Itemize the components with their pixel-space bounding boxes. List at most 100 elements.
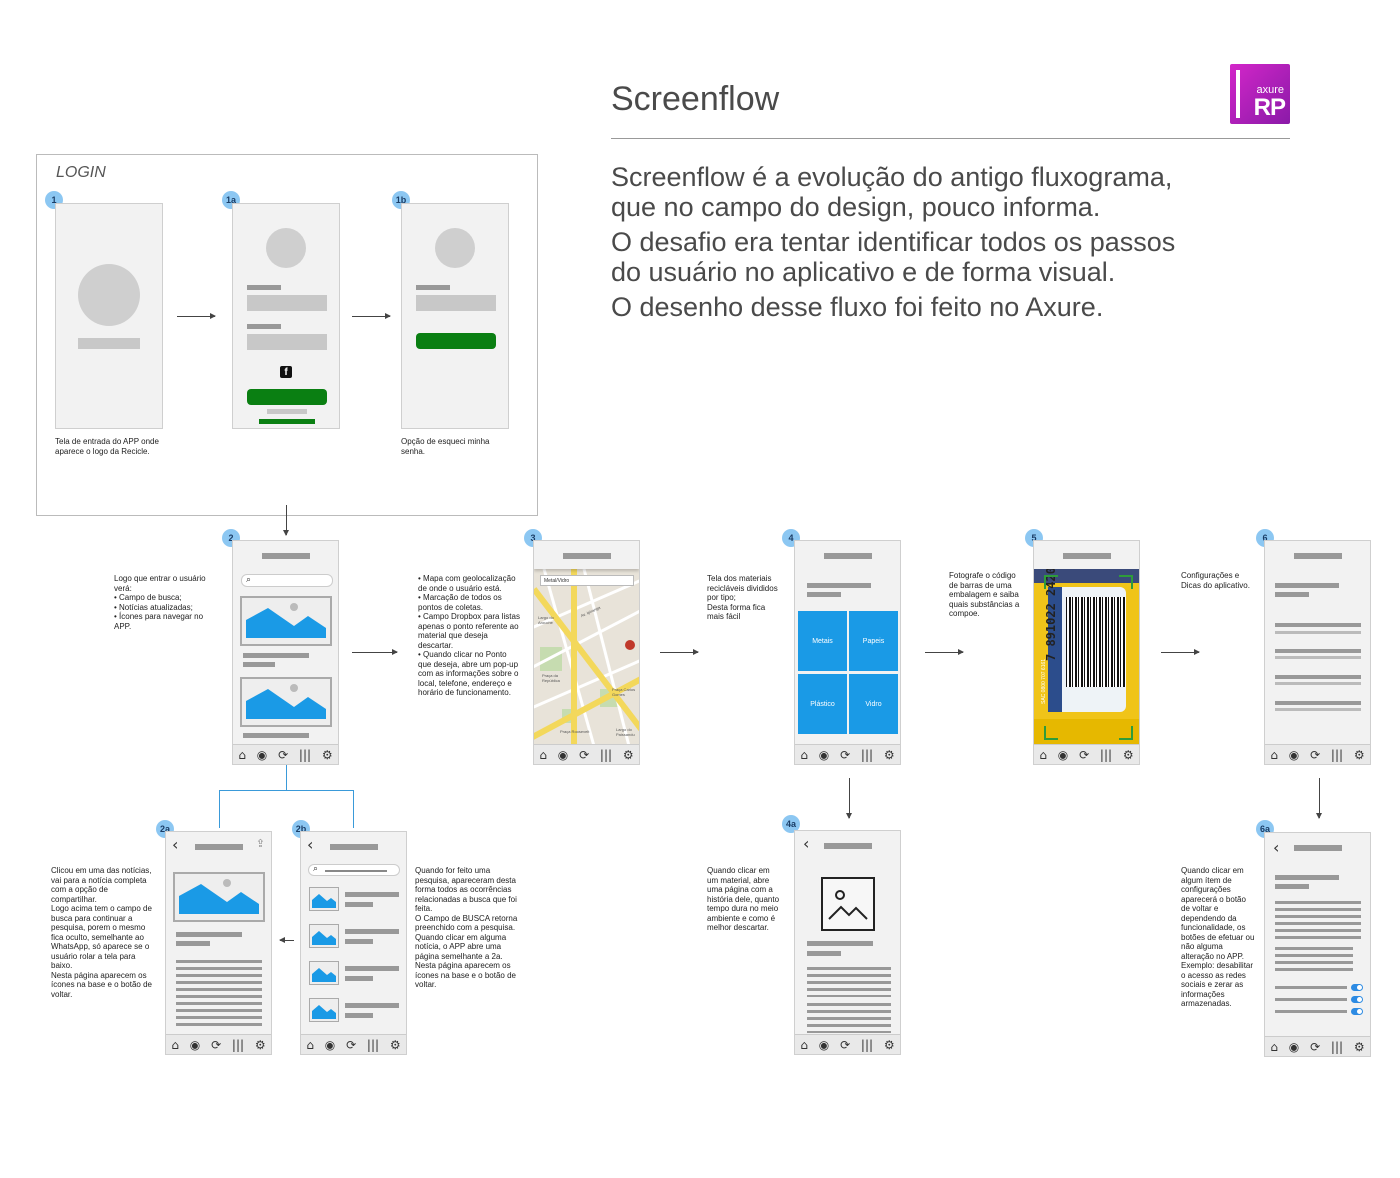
home-icon[interactable]: ⌂ xyxy=(800,1037,809,1052)
barcode-icon[interactable]: ||| xyxy=(1330,1039,1344,1054)
recycle-icon[interactable]: ⟳ xyxy=(211,1037,222,1052)
screen-1b-forgot-password[interactable] xyxy=(401,203,509,429)
search-input[interactable]: ⌕ xyxy=(308,864,400,876)
material-tile-papeis[interactable]: Papeis xyxy=(849,611,898,671)
email-field[interactable] xyxy=(416,295,496,311)
home-icon[interactable]: ⌂ xyxy=(1039,747,1048,762)
back-arrow-icon[interactable]: ‹ xyxy=(307,835,314,854)
recycle-icon[interactable]: ⟳ xyxy=(1310,1039,1321,1054)
home-icon[interactable]: ⌂ xyxy=(1270,1039,1279,1054)
avatar-placeholder xyxy=(266,228,306,268)
gear-icon[interactable]: ⚙ xyxy=(622,747,634,762)
location-pin-icon[interactable]: ◉ xyxy=(1057,747,1069,762)
barcode-icon[interactable]: ||| xyxy=(860,747,874,762)
login-button[interactable] xyxy=(247,389,327,405)
location-pin-icon[interactable]: ◉ xyxy=(1288,747,1300,762)
material-dropdown[interactable]: Metal/Vidro xyxy=(540,575,634,586)
gear-icon[interactable]: ⚙ xyxy=(321,747,333,762)
map-view[interactable]: Metal/Vidro Av. Ipiranga Praça da Repúbl… xyxy=(534,568,639,747)
location-pin-icon[interactable]: ◉ xyxy=(818,1037,830,1052)
settings-item[interactable] xyxy=(1275,682,1361,685)
settings-item[interactable] xyxy=(1275,701,1361,705)
location-pin-icon[interactable]: ◉ xyxy=(189,1037,201,1052)
screen-2-home[interactable]: ⌕ ⌂ ◉ ⟳ ||| ⚙ xyxy=(232,540,339,765)
share-icon[interactable]: ⇪ xyxy=(255,837,265,850)
link-placeholder[interactable] xyxy=(267,409,307,414)
search-input[interactable]: ⌕ xyxy=(241,574,333,587)
news-image[interactable] xyxy=(240,677,332,727)
gear-icon[interactable]: ⚙ xyxy=(1122,747,1134,762)
screen-4-materials[interactable]: Metais Papeis Plástico Vidro ⌂ ◉ ⟳ ||| ⚙ xyxy=(794,540,901,765)
screen-6a-settings-detail[interactable]: ‹ ⌂ ◉ ⟳ ||| ⚙ xyxy=(1264,832,1371,1057)
gear-icon[interactable]: ⚙ xyxy=(883,1037,895,1052)
toggle-switch[interactable] xyxy=(1351,984,1363,991)
camera-view[interactable]: 7 891022 242003 SAC 0800 707 6161 xyxy=(1034,553,1139,746)
settings-item[interactable] xyxy=(1275,631,1361,634)
barcode-icon[interactable]: ||| xyxy=(366,1037,380,1052)
settings-item[interactable] xyxy=(1275,656,1361,659)
back-arrow-icon[interactable]: ‹ xyxy=(1273,838,1280,857)
screen-5-barcode-scan[interactable]: 7 891022 242003 SAC 0800 707 6161 ⌂ ◉ ⟳ … xyxy=(1033,540,1140,765)
password-field[interactable] xyxy=(247,334,327,350)
screen-2b-search-results[interactable]: ‹ ⌕ ⌂ ◉ ⟳ ||| ⚙ xyxy=(300,831,407,1055)
screen-4a-material-detail[interactable]: ‹ ⌂ ◉ ⟳ ||| ⚙ xyxy=(794,830,901,1055)
facebook-icon[interactable]: f xyxy=(280,366,292,378)
barcode-icon[interactable]: ||| xyxy=(231,1037,245,1052)
result-thumbnail[interactable] xyxy=(309,887,339,911)
result-thumbnail[interactable] xyxy=(309,924,339,948)
recycle-icon[interactable]: ⟳ xyxy=(346,1037,357,1052)
signup-link[interactable] xyxy=(259,419,315,424)
gear-icon[interactable]: ⚙ xyxy=(1353,747,1365,762)
location-pin-icon[interactable]: ◉ xyxy=(324,1037,336,1052)
barcode-icon[interactable]: ||| xyxy=(599,747,613,762)
bottom-nav: ⌂ ◉ ⟳ ||| ⚙ xyxy=(301,1034,406,1054)
material-tile-metais[interactable]: Metais xyxy=(798,611,847,671)
result-thumbnail[interactable] xyxy=(309,961,339,985)
barcode-icon[interactable]: ||| xyxy=(298,747,312,762)
home-icon[interactable]: ⌂ xyxy=(800,747,809,762)
screen-6-settings[interactable]: ⌂ ◉ ⟳ ||| ⚙ xyxy=(1264,540,1371,765)
home-icon[interactable]: ⌂ xyxy=(539,747,548,762)
send-button[interactable] xyxy=(416,333,496,349)
gear-icon[interactable]: ⚙ xyxy=(883,747,895,762)
gear-icon[interactable]: ⚙ xyxy=(389,1037,401,1052)
screen-2a-article[interactable]: ‹ ⇪ ⌂ ◉ ⟳ ||| ⚙ xyxy=(165,831,272,1055)
flow-arrow xyxy=(279,937,294,943)
location-pin-icon[interactable]: ◉ xyxy=(818,747,830,762)
location-pin-icon[interactable]: ◉ xyxy=(557,747,569,762)
barcode-icon[interactable]: ||| xyxy=(1330,747,1344,762)
home-icon[interactable]: ⌂ xyxy=(1270,747,1279,762)
location-pin-icon[interactable]: ◉ xyxy=(1288,1039,1300,1054)
material-tile-vidro[interactable]: Vidro xyxy=(849,674,898,734)
screen-3-map[interactable]: Metal/Vidro Av. Ipiranga Praça da Repúbl… xyxy=(533,540,640,765)
recycle-icon[interactable]: ⟳ xyxy=(278,747,289,762)
barcode-icon[interactable]: ||| xyxy=(1099,747,1113,762)
news-image[interactable] xyxy=(240,596,332,646)
gear-icon[interactable]: ⚙ xyxy=(254,1037,266,1052)
material-tile-plastico[interactable]: Plástico xyxy=(798,674,847,734)
home-icon[interactable]: ⌂ xyxy=(171,1037,180,1052)
back-arrow-icon[interactable]: ‹ xyxy=(172,835,179,854)
toggle-switch[interactable] xyxy=(1351,996,1363,1003)
screen-1-splash[interactable] xyxy=(55,203,163,429)
settings-item[interactable] xyxy=(1275,708,1361,711)
settings-item[interactable] xyxy=(1275,649,1361,653)
recycle-icon[interactable]: ⟳ xyxy=(1310,747,1321,762)
location-pin-icon[interactable]: ◉ xyxy=(256,747,268,762)
toggle-switch[interactable] xyxy=(1351,1008,1363,1015)
map-label: Praça da República xyxy=(542,673,560,683)
result-thumbnail[interactable] xyxy=(309,998,339,1022)
settings-item[interactable] xyxy=(1275,675,1361,679)
back-arrow-icon[interactable]: ‹ xyxy=(803,834,810,853)
recycle-icon[interactable]: ⟳ xyxy=(579,747,590,762)
home-icon[interactable]: ⌂ xyxy=(238,747,247,762)
home-icon[interactable]: ⌂ xyxy=(306,1037,315,1052)
username-field[interactable] xyxy=(247,295,327,311)
screen-1a-login[interactable]: f xyxy=(232,203,340,429)
recycle-icon[interactable]: ⟳ xyxy=(840,1037,851,1052)
recycle-icon[interactable]: ⟳ xyxy=(1079,747,1090,762)
gear-icon[interactable]: ⚙ xyxy=(1353,1039,1365,1054)
settings-item[interactable] xyxy=(1275,623,1361,627)
recycle-icon[interactable]: ⟳ xyxy=(840,747,851,762)
barcode-icon[interactable]: ||| xyxy=(860,1037,874,1052)
